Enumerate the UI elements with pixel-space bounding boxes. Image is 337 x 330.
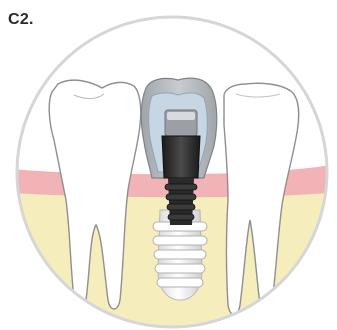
abutment-screw-icon <box>162 110 200 225</box>
